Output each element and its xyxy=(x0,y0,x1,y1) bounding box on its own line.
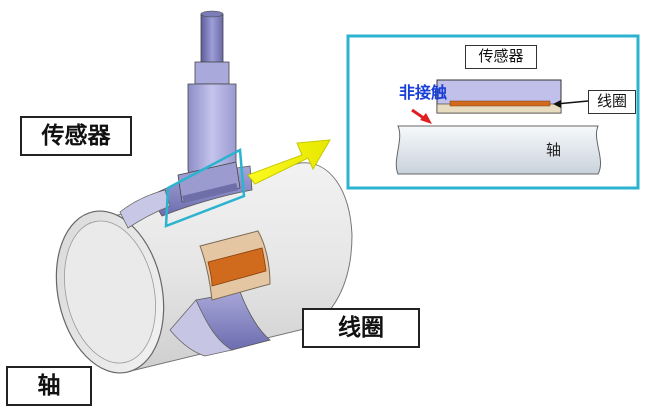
coil-strip xyxy=(207,247,267,287)
shaft-label: 轴 xyxy=(6,366,92,406)
sensor-highlight xyxy=(164,148,246,228)
coil-label: 线圈 xyxy=(302,308,420,348)
zoom-arrow xyxy=(247,139,331,185)
coil-window xyxy=(199,230,271,301)
inset-coil-label: 线圈 xyxy=(588,90,636,114)
inset-shaft-label: 轴 xyxy=(546,141,561,159)
inset-non-contact-label: 非接触 xyxy=(399,83,447,102)
inset-shaft xyxy=(395,125,602,175)
inset-coil-strip xyxy=(449,100,551,107)
sensor-label: 传感器 xyxy=(20,116,132,156)
sensor xyxy=(164,10,246,228)
inset-sensor-label: 传感器 xyxy=(465,45,537,69)
